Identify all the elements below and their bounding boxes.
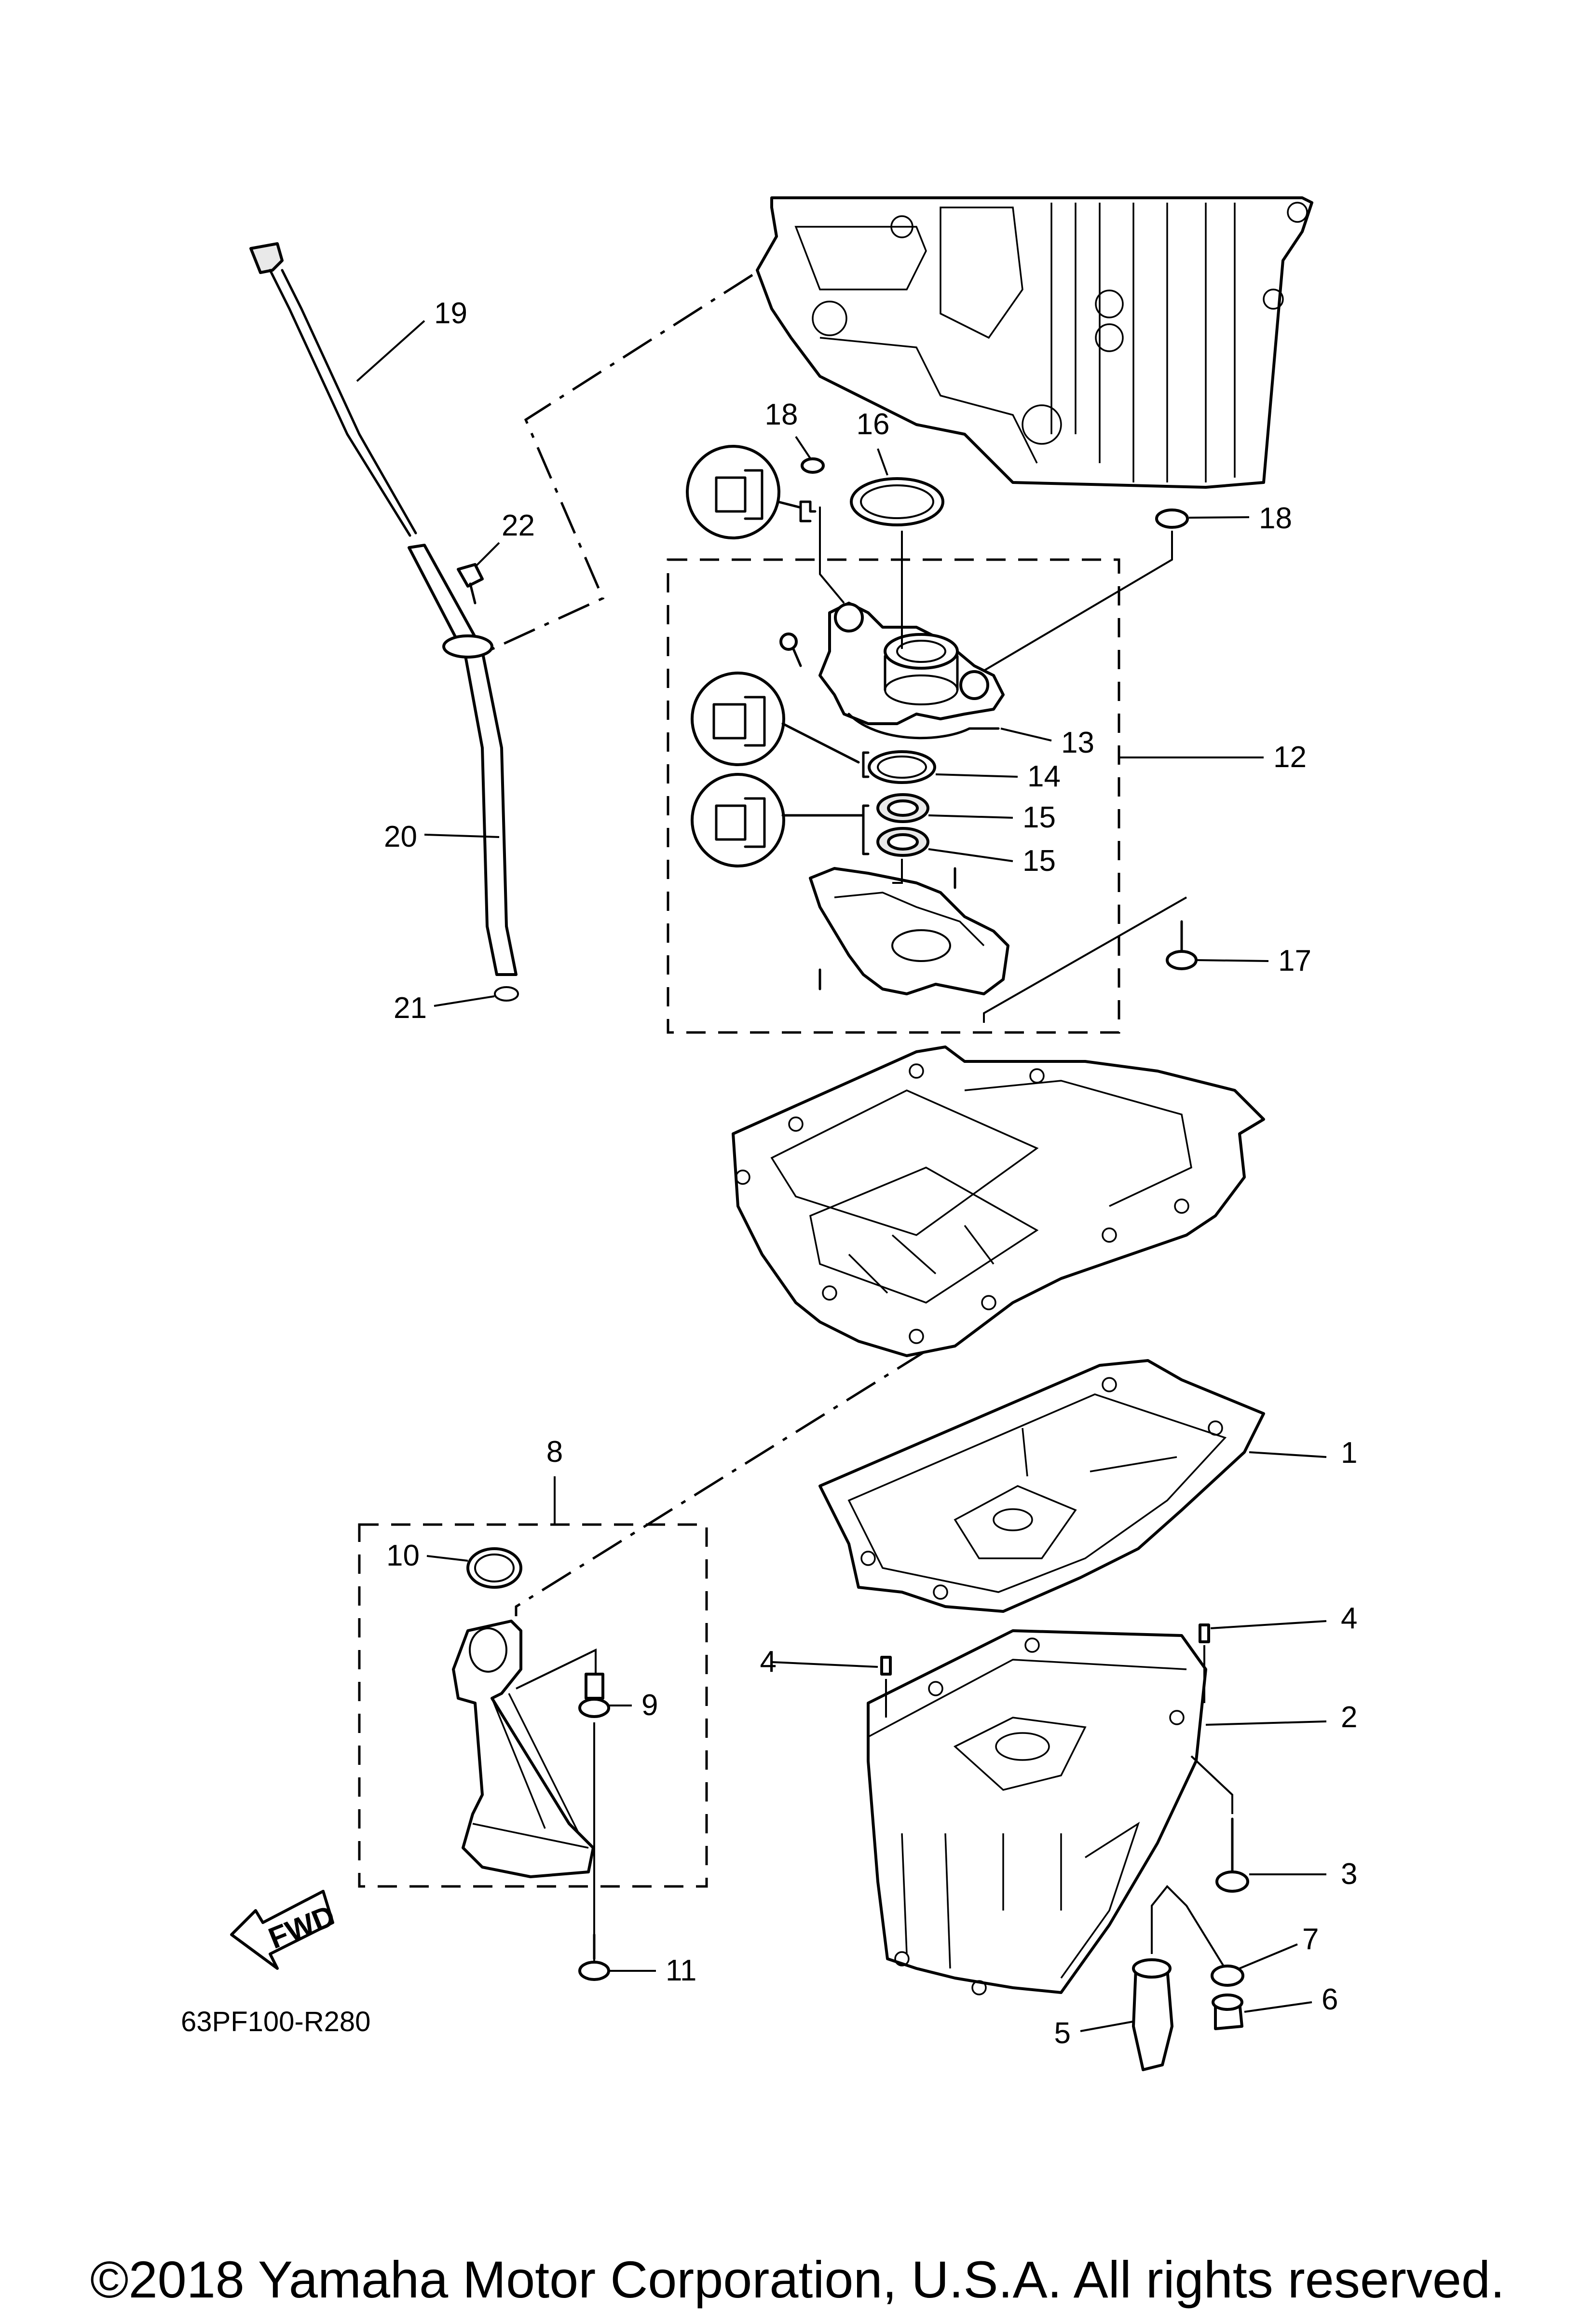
gasket <box>818 1359 1265 1613</box>
callout-8: 8 <box>546 1435 563 1469</box>
leader-line <box>516 1648 597 1690</box>
callout-labels: 1 2 3 4 4 5 6 7 8 9 10 11 12 13 14 15 15… <box>384 297 1357 2050</box>
leader-line <box>892 859 903 884</box>
callout-20: 20 <box>384 820 417 853</box>
leader-line <box>819 507 845 604</box>
dipstick-guide <box>408 544 519 1002</box>
oil-strainer <box>452 1620 595 1878</box>
o-ring-18-left <box>801 457 825 474</box>
bolt-17 <box>1166 920 1198 970</box>
alignment-lines <box>486 274 927 1616</box>
assembly-box-8 <box>358 1523 708 1888</box>
callout-18-left: 18 <box>765 398 798 431</box>
callout-18-right: 18 <box>1259 502 1292 535</box>
callout-21: 21 <box>394 991 427 1025</box>
callout-22: 22 <box>502 509 535 542</box>
o-ring-10 <box>466 1547 522 1589</box>
bolt-22 <box>457 563 484 605</box>
screw <box>779 633 802 667</box>
bearing-15-lower <box>876 827 929 857</box>
dowel-pin-right <box>1199 1623 1210 1643</box>
bolt-11 <box>578 1933 610 1981</box>
callout-5: 5 <box>1054 2017 1071 2050</box>
callout-19: 19 <box>434 297 467 330</box>
leader-line <box>1151 1885 1226 1969</box>
callout-4-right: 4 <box>1341 1602 1357 1635</box>
leader-line <box>983 531 1173 672</box>
leader-line <box>1190 1755 1233 1814</box>
callout-1: 1 <box>1341 1436 1357 1470</box>
callout-17: 17 <box>1278 944 1311 977</box>
exhaust-guide <box>732 1045 1265 1357</box>
callout-16: 16 <box>857 408 890 441</box>
lubricant-symbol-3 <box>691 773 870 867</box>
o-ring-18-right <box>1155 509 1189 529</box>
oil-seal-16 <box>850 477 944 526</box>
callout-7: 7 <box>1302 1923 1319 1956</box>
bolt-3 <box>1215 1817 1249 1893</box>
callout-10: 10 <box>386 1539 420 1572</box>
leader-line <box>983 896 1187 1023</box>
callout-6: 6 <box>1322 1983 1338 2016</box>
engine-block <box>756 196 1313 489</box>
oil-dipstick <box>249 242 417 537</box>
fwd-arrow-icon: FWD <box>230 1890 340 1970</box>
lubricant-symbol-2 <box>691 672 870 778</box>
drawing-code: 63PF100-R280 <box>181 2006 370 2037</box>
bearing-15-upper <box>876 793 929 823</box>
callout-leaders <box>356 320 1327 2032</box>
callout-14: 14 <box>1027 760 1061 793</box>
oil-seal-14 <box>868 750 936 784</box>
callout-3: 3 <box>1341 1857 1357 1891</box>
gasket-7 <box>1211 1965 1244 1987</box>
callout-9: 9 <box>641 1689 658 1722</box>
strainer-5 <box>1132 1958 1173 2071</box>
pump-housing-lower <box>809 867 1009 995</box>
dowel-pin-left <box>880 1656 892 1676</box>
drain-bolt-6 <box>1212 1994 1243 2030</box>
callout-4-left: 4 <box>760 1645 777 1678</box>
bolt-9 <box>578 1673 610 1718</box>
callout-11: 11 <box>666 1954 696 1987</box>
copyright-notice: ©2018 Yamaha Motor Corporation, U.S.A. A… <box>90 2250 1505 2309</box>
callout-12: 12 <box>1273 741 1307 774</box>
callout-2: 2 <box>1341 1701 1357 1734</box>
callout-15-upper: 15 <box>1022 801 1056 834</box>
pump-housing-upper <box>818 602 1005 740</box>
lubricant-symbol-1 <box>686 445 817 539</box>
assembly-box-12 <box>667 558 1120 1034</box>
oil-pan <box>867 1629 1207 1995</box>
callout-15-lower: 15 <box>1022 844 1056 878</box>
callout-13: 13 <box>1061 726 1094 759</box>
